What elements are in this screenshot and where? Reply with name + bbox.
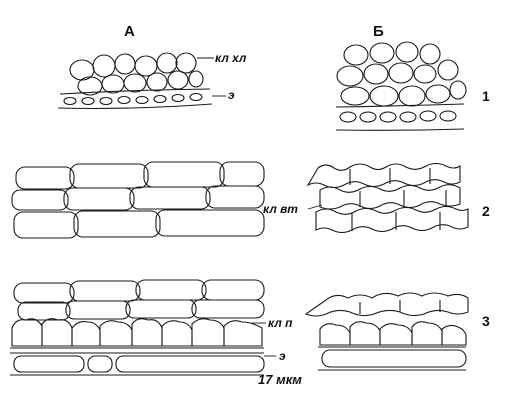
row-3-label: 3 bbox=[482, 313, 490, 329]
upper-cells-a3 bbox=[14, 280, 264, 320]
panel-a3: кл п э bbox=[10, 280, 293, 375]
column-b-label: Б bbox=[373, 23, 384, 40]
label-chlorenchyma: кл хл bbox=[215, 51, 247, 65]
column-a-label: А bbox=[124, 23, 135, 40]
palisade-cells-b3 bbox=[320, 322, 466, 345]
chlorenchyma-cells-a1 bbox=[70, 53, 203, 95]
panel-b1 bbox=[336, 42, 466, 130]
branched-cells-b3 bbox=[306, 293, 468, 316]
panel-b3 bbox=[306, 293, 468, 370]
branched-cells-b2 bbox=[308, 164, 468, 233]
epidermis-b3 bbox=[318, 347, 466, 370]
label-palisade-cells: кл п bbox=[268, 316, 293, 330]
row-1-label: 1 bbox=[482, 88, 490, 104]
panel-b2: кл вт bbox=[263, 164, 468, 233]
scale-bar-label: 17 мкм bbox=[258, 372, 302, 387]
label-branched-cells: кл вт bbox=[263, 202, 298, 216]
panel-a2 bbox=[12, 162, 264, 238]
palisade-cells-a3 bbox=[12, 319, 262, 346]
panel-a1: кл хл э bbox=[58, 51, 247, 109]
epidermis-a3 bbox=[10, 348, 264, 375]
chlorenchyma-cells-b1 bbox=[337, 42, 466, 106]
label-epidermis-top: э bbox=[228, 88, 235, 102]
row-2-label: 2 bbox=[482, 203, 490, 219]
elongated-cells-a2 bbox=[12, 162, 264, 238]
epidermis-b1 bbox=[336, 104, 464, 130]
label-epidermis-bottom: э bbox=[279, 349, 286, 363]
